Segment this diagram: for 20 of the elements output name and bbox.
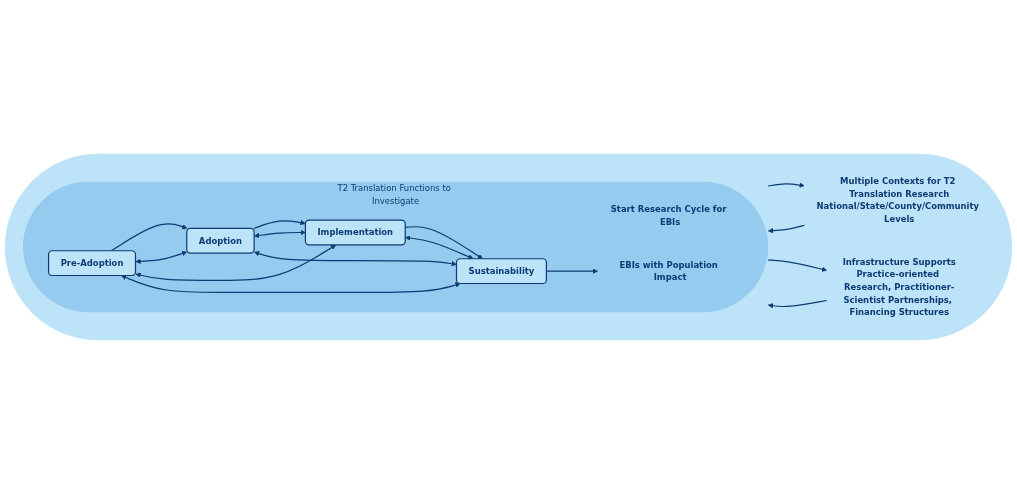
node-text: Multiple Contexts for T2 Translation Research National/State/County/Community Levels <box>816 176 980 224</box>
arrow <box>121 275 461 293</box>
arrow <box>135 251 188 264</box>
node-box: Implementation <box>304 219 406 246</box>
arrow <box>767 299 828 309</box>
arrow <box>767 259 828 272</box>
arrow <box>135 244 336 281</box>
arrow <box>254 229 306 239</box>
arrow <box>110 223 188 252</box>
arrow <box>405 235 474 260</box>
node-text: Start Research Cycle for EBIs <box>610 204 727 227</box>
arrow <box>767 224 805 234</box>
node-text: EBIs with Population Impact <box>619 259 718 282</box>
node-box: Adoption <box>186 227 255 254</box>
arrow <box>254 251 457 267</box>
node-text: Infrastructure Supports Practice-oriented Research, Practitioner-Scientist Partnerships, Financing Structures <box>842 256 956 318</box>
arrow <box>253 219 306 230</box>
node-box: Pre-Adoption <box>47 250 137 277</box>
node-box: Sustainability <box>455 258 547 285</box>
arrow <box>767 182 805 188</box>
